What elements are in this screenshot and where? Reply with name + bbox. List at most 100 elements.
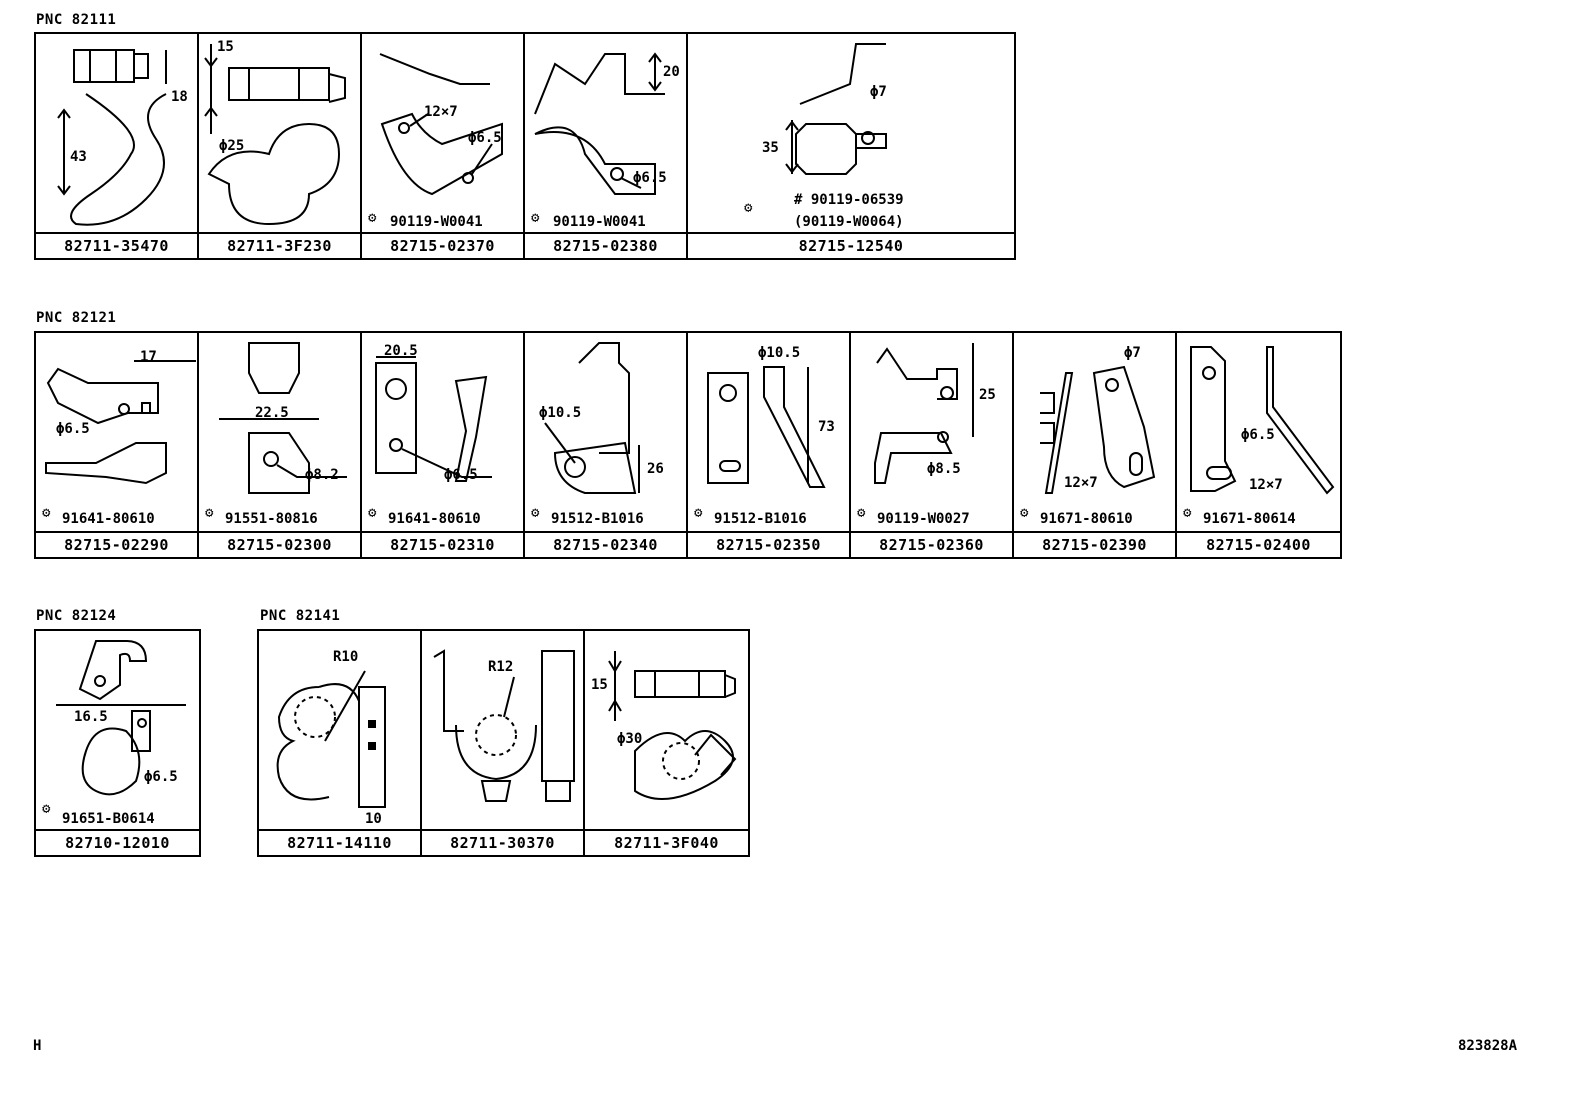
bracket-drawing — [379, 53, 503, 196]
bolt-part-number: # 90119-06539 — [794, 192, 904, 208]
dimension-label: 15 — [217, 39, 234, 55]
bolt-icon: ⚙ — [694, 505, 703, 521]
dimension-label: ϕ6.5 — [144, 769, 178, 785]
bracket-drawing — [375, 356, 492, 482]
dimension-label: 12×7 — [1064, 475, 1098, 491]
dimension-label: 43 — [70, 149, 87, 165]
pnc-label-82141: PNC 82141 — [260, 608, 341, 624]
part-number: 82715-12540 — [686, 232, 1016, 260]
dimension-label: ϕ8.5 — [927, 461, 961, 477]
dimension-label: 16.5 — [74, 709, 108, 725]
part-illustration-cell: ϕ10.5 73 ⚙ 91512-B1016 — [686, 331, 851, 533]
bolt-part-number: 91512-B1016 — [551, 511, 644, 527]
dimension-label: ϕ6.5 — [444, 467, 478, 483]
dimension-label: 15 — [591, 677, 608, 693]
pnc-label-82111: PNC 82111 — [36, 12, 117, 28]
part-number: 82711-35470 — [34, 232, 199, 260]
bolt-part-number: 90119-W0041 — [390, 214, 483, 230]
part-number: 82715-02380 — [523, 232, 688, 260]
part-number: 82711-3F040 — [583, 829, 750, 857]
dimension-label: 35 — [762, 140, 779, 156]
dimension-label: ϕ10.5 — [758, 345, 801, 361]
parts-table-82141: R10 10 R12 15 ϕ30 — [257, 629, 750, 857]
part-illustration-cell: 12×7 ϕ6.5 ⚙ 90119-W0041 — [360, 32, 525, 234]
bolt-part-number: 91671-80614 — [1203, 511, 1296, 527]
part-number: 82715-02290 — [34, 531, 199, 559]
dimension-label: R12 — [488, 659, 514, 675]
pnc-label-82124: PNC 82124 — [36, 608, 117, 624]
part-illustration-cell: R12 — [420, 629, 585, 831]
part-illustration-cell: 22.5 ϕ8.2 ⚙ 91551-80816 — [197, 331, 362, 533]
bolt-part-number: 91551-80816 — [225, 511, 318, 527]
part-illustration-cell: R10 10 — [257, 629, 422, 831]
dimension-label: 17 — [140, 349, 157, 365]
part-number: 82715-02370 — [360, 232, 525, 260]
part-number: 82715-02400 — [1175, 531, 1342, 559]
bolt-part-number: 91651-B0614 — [62, 811, 155, 827]
part-illustration-cell: 15 ϕ30 — [583, 629, 750, 831]
part-illustration-cell: ϕ10.5 26 ⚙ 91512-B1016 — [523, 331, 688, 533]
bracket-drawing — [874, 343, 974, 484]
bolt-icon: ⚙ — [857, 505, 866, 521]
clamp-drawing — [433, 649, 575, 802]
bracket-drawing — [707, 366, 826, 488]
part-number: 82710-12010 — [34, 829, 201, 857]
clamp-drawing — [608, 651, 737, 800]
bracket-drawing — [1040, 365, 1156, 494]
part-number: 82715-02390 — [1012, 531, 1177, 559]
dimension-label: 10 — [365, 811, 382, 827]
dimension-label: 22.5 — [255, 405, 289, 421]
pnc-label-82121: PNC 82121 — [36, 310, 117, 326]
parts-table-82111: 18 43 15 ϕ25 12×7 ϕ6.5 ⚙ 90119-W0041 — [34, 32, 1016, 260]
dimension-label: 18 — [171, 89, 188, 105]
part-number: 82711-14110 — [257, 829, 422, 857]
bracket-drawing — [45, 360, 196, 485]
clamp-drawing — [57, 49, 167, 226]
bolt-part-number: 90119-W0041 — [553, 214, 646, 230]
bolt-icon: ⚙ — [1183, 505, 1192, 521]
dimension-label: ϕ7 — [1124, 345, 1141, 361]
part-number: 82715-02350 — [686, 531, 851, 559]
bolt-icon: ⚙ — [1020, 505, 1029, 521]
dimension-label: R10 — [333, 649, 359, 665]
drawing-number: 823828A — [1458, 1038, 1518, 1054]
bolt-part-number: 90119-W0027 — [877, 511, 970, 527]
part-number: 82715-02360 — [849, 531, 1014, 559]
part-illustration-cell: 20 ϕ6.5 ⚙ 90119-W0041 — [523, 32, 688, 234]
bolt-icon: ⚙ — [368, 505, 377, 521]
bolt-part-number: 91641-80610 — [62, 511, 155, 527]
parts-table-82121: 17 ϕ6.5 ⚙ 91641-80610 22.5 ϕ8.2 ⚙ 91551-… — [34, 331, 1342, 559]
dimension-label: 25 — [979, 387, 996, 403]
dimension-label: ϕ25 — [219, 138, 245, 154]
dimension-label: ϕ6.5 — [468, 130, 502, 146]
part-number: 82715-02300 — [197, 531, 362, 559]
dimension-label: ϕ30 — [617, 731, 643, 747]
part-number: 82715-02340 — [523, 531, 688, 559]
clamp-drawing — [204, 44, 346, 226]
bolt-icon: ⚙ — [368, 210, 377, 226]
dimension-label: ϕ10.5 — [539, 405, 582, 421]
part-illustration-cell: ϕ7 12×7 ⚙ 91671-80610 — [1012, 331, 1177, 533]
dimension-label: ϕ8.2 — [305, 467, 339, 483]
part-illustration-cell: 20.5 ϕ6.5 ⚙ 91641-80610 — [360, 331, 525, 533]
bolt-icon: ⚙ — [205, 505, 214, 521]
part-number: 82715-02310 — [360, 531, 525, 559]
dimension-label: 26 — [647, 461, 664, 477]
part-illustration-cell: 16.5 ϕ6.5 ⚙ 91651-B0614 — [34, 629, 201, 831]
bracket-drawing — [534, 52, 665, 195]
bolt-part-number: 91671-80610 — [1040, 511, 1133, 527]
bracket-drawing — [219, 342, 347, 494]
clamp-drawing — [276, 670, 386, 808]
dimension-label: 73 — [818, 419, 835, 435]
bolt-part-number: 91512-B1016 — [714, 511, 807, 527]
dimension-label: ϕ6.5 — [1241, 427, 1275, 443]
dimension-label: ϕ7 — [870, 84, 887, 100]
part-illustration-cell: 18 43 — [34, 32, 199, 234]
dimension-label: ϕ6.5 — [633, 170, 667, 186]
dimension-label: ϕ6.5 — [56, 421, 90, 437]
dimension-label: 20.5 — [384, 343, 418, 359]
bolt-icon: ⚙ — [42, 801, 51, 817]
clamp-drawing — [56, 640, 186, 796]
bolt-alt-part-number: (90119-W0064) — [794, 214, 904, 230]
bolt-icon: ⚙ — [744, 200, 753, 216]
